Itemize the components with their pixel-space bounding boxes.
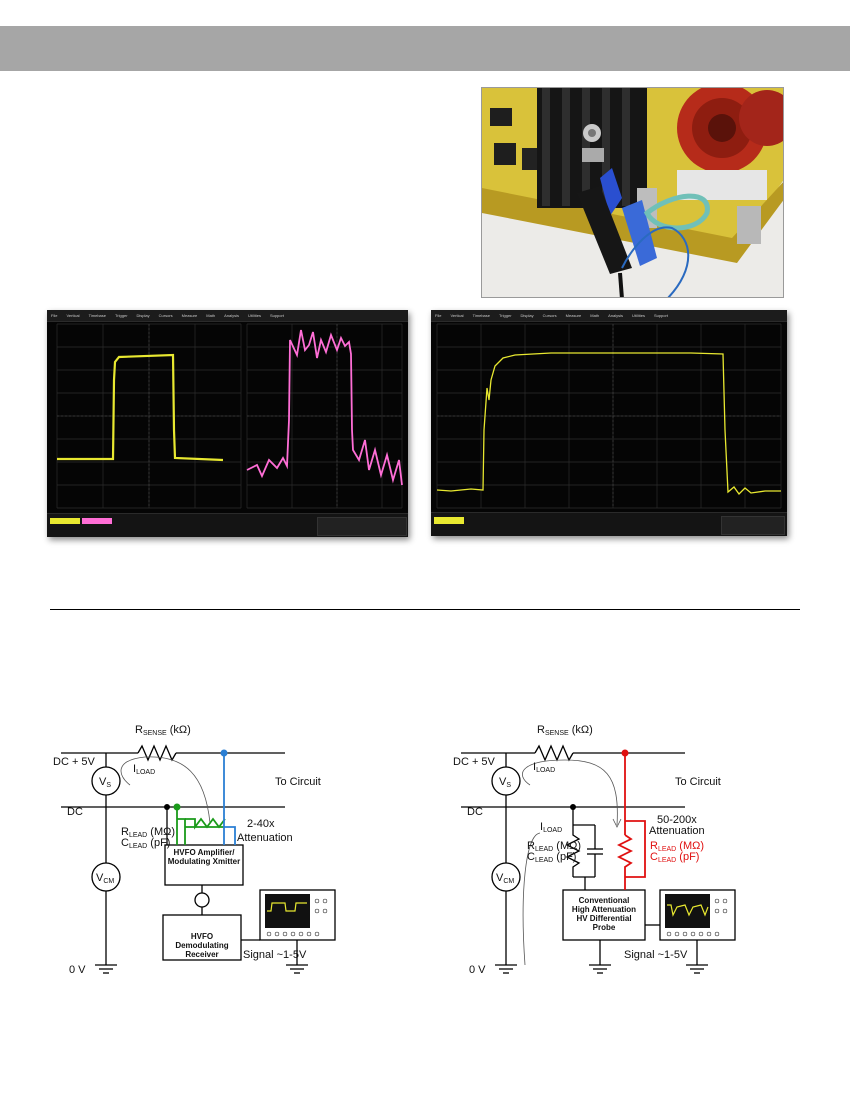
vcm-label: VCM xyxy=(496,872,514,885)
pink-noisy-pulse-trace xyxy=(246,329,403,486)
probe-label-line1: Conventional xyxy=(579,896,630,905)
signal-label: Signal ~1-5V xyxy=(624,949,688,961)
scope-menu-vertical[interactable]: Vertical xyxy=(66,313,80,318)
dc-label: DC xyxy=(67,806,83,818)
xmitter-label-line2: Modulating Xmitter xyxy=(168,857,240,866)
to-circuit-label: To Circuit xyxy=(275,776,321,788)
to-circuit-label: To Circuit xyxy=(675,776,721,788)
dc-plus-5v-label: DC + 5V xyxy=(453,756,496,768)
scope-menu-timebase[interactable]: Timebase xyxy=(88,313,106,318)
attenuation-label: Attenuation xyxy=(649,825,705,837)
scope-right-footer xyxy=(431,512,787,536)
rlead-red-label: RLEAD (MΩ) xyxy=(650,840,704,853)
mini-scope-icon xyxy=(265,894,328,937)
receiver-label-line1: HVFO xyxy=(191,932,213,941)
oscilloscope-screen-right: File Vertical Timebase Trigger Display C… xyxy=(431,310,787,536)
scope-menu-bar: File Vertical Timebase Trigger Display C… xyxy=(47,310,408,322)
attenuation-label: Attenuation xyxy=(237,832,293,844)
oscilloscope-screen-left: File Vertical Timebase Trigger Display C… xyxy=(47,310,408,537)
scope-menu-bar: File Vertical Timebase Trigger Display C… xyxy=(431,310,787,322)
xmitter-label-line1: HVFO Amplifier/ xyxy=(173,848,235,857)
scope-menu-file[interactable]: File xyxy=(51,313,58,318)
rlead-label: RLEAD (MΩ) xyxy=(527,840,581,853)
receiver-label-line2: Demodulating xyxy=(175,941,228,950)
zero-v-label: 0 V xyxy=(469,964,486,976)
mini-scope-icon xyxy=(665,894,728,937)
dc-label: DC xyxy=(467,806,483,818)
probe-label-line2: High Attenuation xyxy=(572,905,636,914)
scope-menu-measure[interactable]: Measure xyxy=(181,313,198,318)
rsense-label: RSENSE (kΩ) xyxy=(537,724,593,737)
iload-label: ILOAD xyxy=(133,763,155,776)
scope-menu-math[interactable]: Math xyxy=(206,313,216,318)
scope-menu-trigger[interactable]: Trigger xyxy=(115,313,128,318)
probe-label-line4: Probe xyxy=(593,923,616,932)
attenuation-ratio-label: 2-40x xyxy=(247,818,275,830)
scope-menu-measure[interactable]: Measure xyxy=(565,313,582,318)
receiver-label-line3: Receiver xyxy=(185,950,218,959)
clead-label: CLEAD (pF) xyxy=(121,837,170,850)
zero-v-label: 0 V xyxy=(69,964,86,976)
scope-right-grid xyxy=(436,323,782,509)
scope-menu-display[interactable]: Display xyxy=(520,313,534,318)
scope-menu-support[interactable]: Support xyxy=(269,313,284,318)
section-divider xyxy=(50,609,800,610)
scope-menu-file[interactable]: File xyxy=(435,313,442,318)
scope-menu-utilities[interactable]: Utilities xyxy=(632,313,645,318)
iload-inner-label: ILOAD xyxy=(540,821,562,834)
scope-menu-support[interactable]: Support xyxy=(653,313,668,318)
vs-label: VS xyxy=(99,776,111,789)
probe-board-photo xyxy=(481,87,784,298)
hvfo-probe-schematic: RSENSE (kΩ) DC + 5V VS ILOAD To Circuit … xyxy=(53,724,336,976)
signal-label: Signal ~1-5V xyxy=(243,949,307,961)
yellow-square-pulse-trace xyxy=(57,353,224,462)
scope-left-footer xyxy=(47,513,408,537)
attenuation-ratio-label: 50-200x xyxy=(657,814,697,826)
clead-red-label: CLEAD (pF) xyxy=(650,851,699,864)
probe-label-line3: HV Differential xyxy=(576,914,631,923)
dc-plus-5v-label: DC + 5V xyxy=(53,756,96,768)
rlead-label: RLEAD (MΩ) xyxy=(121,826,175,839)
scope-menu-cursors[interactable]: Cursors xyxy=(542,313,557,318)
rsense-label: RSENSE (kΩ) xyxy=(135,724,191,737)
scope-menu-cursors[interactable]: Cursors xyxy=(158,313,173,318)
scope-menu-analysis[interactable]: Analysis xyxy=(224,313,240,318)
scope-menu-trigger[interactable]: Trigger xyxy=(499,313,512,318)
section-header-bar xyxy=(0,26,850,71)
scope-menu-analysis[interactable]: Analysis xyxy=(608,313,624,318)
scope-menu-timebase[interactable]: Timebase xyxy=(472,313,490,318)
scope-menu-vertical[interactable]: Vertical xyxy=(450,313,464,318)
yellow-pulse-trace xyxy=(436,352,781,496)
scope-menu-display[interactable]: Display xyxy=(136,313,150,318)
iload-label: ILOAD xyxy=(533,761,555,774)
scope-left-grids xyxy=(56,323,403,509)
scope-menu-utilities[interactable]: Utilities xyxy=(248,313,261,318)
scope-menu-math[interactable]: Math xyxy=(590,313,600,318)
vcm-label: VCM xyxy=(96,872,114,885)
probe-board-photo-drawing xyxy=(482,88,783,297)
conventional-probe-schematic: RSENSE (kΩ) DC + 5V VS ILOAD To Circuit … xyxy=(453,724,736,976)
clead-label: CLEAD (pF) xyxy=(527,851,576,864)
vs-label: VS xyxy=(499,776,511,789)
